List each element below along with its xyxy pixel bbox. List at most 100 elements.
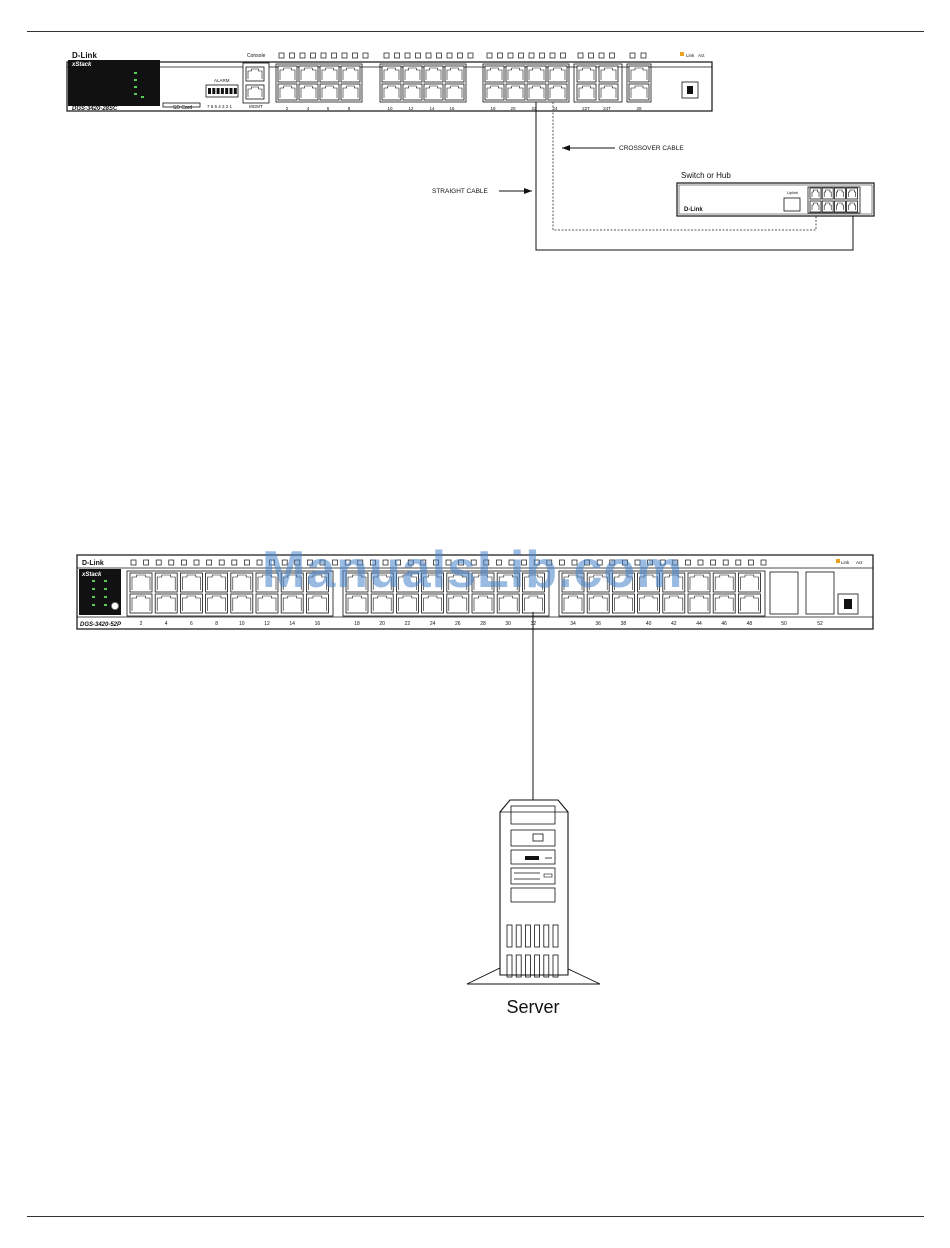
sfp-port-27 [628, 65, 650, 83]
combo-port-24 [598, 83, 619, 101]
switch-dgs-3420-28sc: D-Link xStack DGS-3420-28SC SD Card ALAR… [66, 51, 713, 112]
hub-port-top-4 [846, 187, 858, 200]
switch1-port-number: 10 [387, 106, 393, 111]
switch1-led-7 [341, 52, 348, 59]
switch1-led-29 [598, 52, 605, 59]
switch2-port-number: 46 [721, 621, 727, 627]
server-vent [552, 954, 559, 978]
switch2-port-top [255, 572, 279, 593]
switch1-led-28 [588, 52, 594, 59]
switch2-led-37 [584, 559, 590, 566]
switch1-led-24 [539, 52, 545, 59]
switch1-status-leds [134, 72, 144, 98]
switch1-led-25 [549, 52, 556, 59]
switch2-led-30 [496, 559, 502, 566]
switch2-port-number: 42 [671, 621, 677, 627]
switch2-led-34 [546, 559, 553, 566]
sfp-port-50 [769, 571, 799, 615]
server-vent [525, 954, 531, 978]
switch2-led-29 [483, 559, 490, 566]
switch2-model: DGS-3420-52P [80, 622, 122, 628]
watermark: ManualsLib.com [262, 541, 684, 599]
switch2-port-top [345, 572, 369, 593]
hub-port-top-2 [821, 187, 834, 200]
switch2-port-top [522, 572, 545, 593]
switch2-led-45 [685, 559, 691, 566]
switch2-port-number: 30 [505, 621, 511, 627]
switch2-port-number: 32 [531, 621, 537, 627]
switch2-port-bottom [255, 593, 279, 614]
switch2-led-40 [622, 559, 628, 566]
mgmt-label: MGMT [249, 104, 263, 109]
port-block-3 [482, 63, 570, 103]
switch2-led-46 [697, 559, 704, 566]
switch2-port-top [586, 572, 610, 593]
switch2-port-group-3 [558, 570, 766, 617]
port-bottom-12 [402, 83, 423, 101]
switch1-model: DGS-3420-28SC [72, 106, 118, 112]
switch1-led-15 [436, 52, 442, 59]
cables: CROSSOVER CABLE STRAIGHT CABLE [432, 102, 854, 251]
switch2-port-top [179, 572, 203, 593]
switch2-led-19 [357, 559, 364, 566]
switch2-led-4 [168, 559, 175, 566]
switch2-port-top [421, 572, 445, 593]
switch2-led-15 [307, 559, 313, 566]
uplink-label: Uplink [787, 190, 798, 195]
sfp-port-28 [628, 83, 650, 101]
switch2-port-top [612, 572, 635, 593]
switch1-port-number: 12 [408, 106, 414, 111]
switch1-port-number: 18 [490, 106, 496, 111]
switch1-port-number: 28 [636, 106, 642, 111]
switch1-led-32 [640, 52, 647, 59]
switch2-port-bottom [205, 593, 229, 614]
switch1-led-5 [320, 52, 327, 59]
switch2-port-number: 36 [595, 621, 601, 627]
server-drive-bay-5 [510, 887, 556, 903]
switch2-port-number: 16 [315, 621, 321, 627]
switch2-led-28 [470, 559, 477, 566]
switch1-led-27 [577, 52, 584, 59]
switch1-port-number: 8 [348, 106, 351, 111]
switch2-port-group-1 [126, 570, 334, 617]
switch2-port-number: 24 [430, 621, 436, 627]
server-label: Server [506, 997, 559, 1017]
straight-cable-line [535, 102, 854, 251]
switch2-led-18 [344, 559, 351, 566]
switch2-port-number: 20 [379, 621, 385, 627]
switch2-led-43 [659, 559, 666, 566]
switch1-led-17 [457, 52, 463, 59]
switch2-led-20 [370, 559, 376, 566]
console-port [245, 66, 265, 82]
switch2-led-27 [458, 559, 464, 566]
switch2-port-number: 10 [239, 621, 245, 627]
switch2-mode-button[interactable] [111, 602, 119, 610]
switch2-led-13 [281, 559, 288, 566]
switch2-port-top [446, 572, 470, 593]
port-bottom-8 [340, 83, 361, 101]
server-vent [534, 954, 540, 978]
switch1-led-2 [289, 52, 295, 59]
switch2-port-bottom [712, 593, 736, 614]
switch1-led-22 [518, 52, 524, 59]
server-vent [543, 924, 550, 948]
port-top-5 [319, 65, 340, 83]
switch2-port-number: 6 [190, 621, 193, 627]
port-bottom-20 [505, 83, 526, 101]
hub-title: Switch or Hub [681, 171, 731, 180]
switch1-led-16 [446, 52, 453, 59]
sfp-port-52 [805, 571, 835, 615]
link-legend-swatch [680, 52, 684, 56]
switch1-led-8 [352, 52, 358, 59]
port-bottom-6 [319, 83, 340, 101]
switch1-brand: D-Link [72, 51, 97, 60]
switch2-port-number: 2 [140, 621, 143, 627]
switch2-led-9 [231, 559, 238, 566]
switch1-led-20 [497, 52, 503, 59]
switch2-led-26 [445, 559, 452, 566]
switch2-port-top [370, 572, 394, 593]
switch2-led-22 [395, 559, 401, 566]
switch2-port-top [154, 572, 178, 593]
switch2-port-bottom [496, 593, 520, 614]
combo-port-21 [576, 65, 597, 83]
